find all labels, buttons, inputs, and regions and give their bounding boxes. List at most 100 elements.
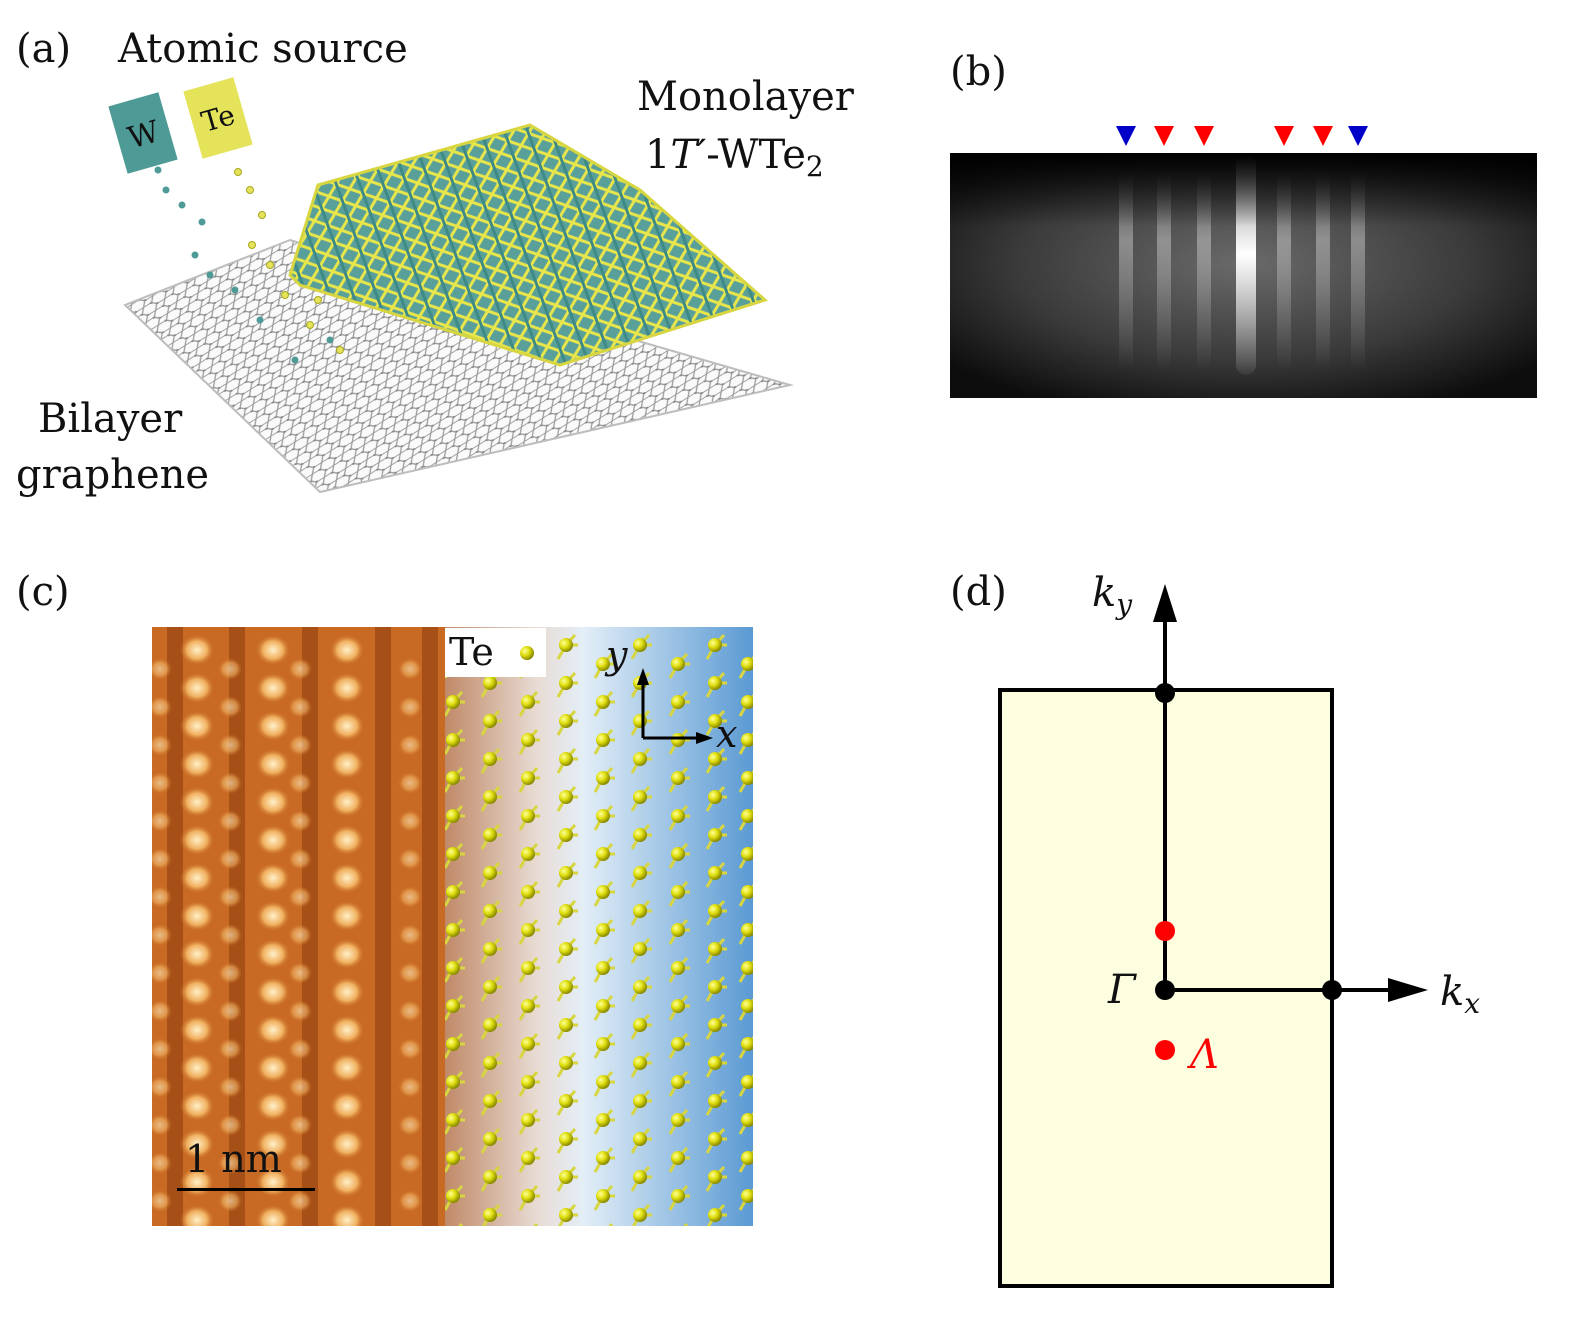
te-atom [633,638,647,652]
te-atom [741,1075,753,1089]
lambda-label: Λ [1186,1032,1219,1078]
formula-prefix: 1 [645,132,670,178]
te-atom [559,676,573,690]
ky-label: ky [1092,570,1133,621]
te-atom [596,1037,610,1051]
te-atom [483,1132,497,1146]
te-atom [559,638,573,652]
w-atom [198,218,206,226]
stm-dim-spot [288,1114,312,1136]
stm-dim-spot [218,1114,242,1136]
stm-dim-spot [152,810,172,832]
stm-dim-spot [152,886,172,908]
w-atom [206,271,214,279]
te-atom [741,1151,753,1165]
stm-dim-spot [218,886,242,908]
te-atom [671,923,685,937]
te-atom [446,695,460,709]
te-atom [483,1018,497,1032]
stm-dim-spot [218,658,242,680]
stm-bright-spot [256,787,290,817]
te-atom [521,999,535,1013]
te-atom [708,790,722,804]
te-atom [559,1208,573,1222]
stm-dim-spot [288,772,312,794]
stm-bright-spot [330,1091,364,1121]
stm-bright-spot [256,1129,290,1159]
w-atom [178,201,186,209]
stm-dim-spot [288,1000,312,1022]
te-atom [708,904,722,918]
stm-dim-spot [288,1228,312,1250]
streak-marker-triangle [1274,126,1294,146]
streak-marker-triangle [1313,126,1333,146]
stm-bright-spot [330,1129,364,1159]
stm-dim-spot [152,848,172,870]
y-arrow-icon [637,668,649,685]
te-atom [483,1094,497,1108]
te-atom [559,980,573,994]
te-atom [483,714,497,728]
te-atom [596,1075,610,1089]
te-atom [446,999,460,1013]
stm-dim-spot [398,1152,422,1174]
te-atom [483,752,497,766]
te-atom [596,1189,610,1203]
te-atom [708,1094,722,1108]
stm-dim-spot [288,734,312,756]
w-atom [154,166,162,174]
stm-dim-spot [288,886,312,908]
atomic-model-overlay [445,627,753,1226]
te-atom [596,809,610,823]
te-atom [741,923,753,937]
lambda-point-upper [1155,921,1175,941]
stm-dim-spot [288,962,312,984]
te-bond [683,1222,689,1226]
te-atom [708,866,722,880]
te-atom [483,1056,497,1070]
te-atom [596,733,610,747]
stm-bright-spot [330,1053,364,1083]
stm-bright-spot [256,977,290,1007]
streak-marker-triangle [1194,126,1214,146]
te-source-box: Te [183,77,253,159]
te-atom [246,186,254,194]
stm-dim-spot [398,772,422,794]
te-atom [483,866,497,880]
te-atom [521,809,535,823]
te-atom [633,1208,647,1222]
te-atom [521,1151,535,1165]
te-atom [258,211,266,219]
te-bond [533,1222,539,1226]
panel-c-label: (c) [16,569,70,615]
bilayer-graphene-sheet [123,238,794,494]
te-atom [741,1113,753,1127]
stm-bright-spot [330,863,364,893]
xy-axes: y x [604,633,737,756]
stm-bright-spot [180,863,214,893]
kx-k: k [1440,969,1464,1015]
te-atom [633,828,647,842]
te-atom [483,828,497,842]
stm-dim-spot [152,696,172,718]
wte2-formula: 1T′-WTe2 [645,132,824,183]
te-atom [671,1075,685,1089]
stm-bright-spot [330,635,364,665]
te-atom [559,866,573,880]
te-atom [741,1189,753,1203]
stm-dim-spot [218,1190,242,1212]
te-atom [521,733,535,747]
te-atom [708,1208,722,1222]
streak-marker-triangle [1154,126,1174,146]
te-atom [671,1037,685,1051]
te-atom [633,790,647,804]
te-atom [633,866,647,880]
stm-bright-spot [256,939,290,969]
te-atom [633,1018,647,1032]
formula-compound: -WTe [706,132,806,178]
te-atom [596,657,610,671]
te-atom [446,847,460,861]
te-atom [446,809,460,823]
